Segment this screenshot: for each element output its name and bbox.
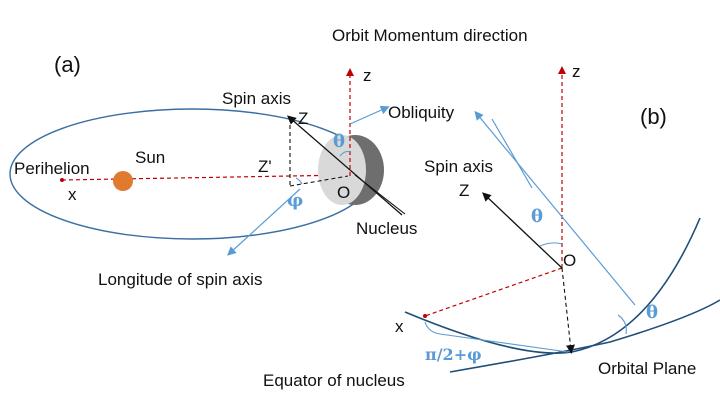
pi-phi-bracket — [424, 321, 569, 353]
title-top: Orbit Momentum direction — [332, 26, 528, 45]
perihelion-line — [61, 174, 349, 181]
theta-arc-a — [339, 150, 351, 157]
longitude-arrow — [227, 188, 301, 256]
obliquity-arrow — [349, 105, 390, 125]
spin-axis-b — [482, 192, 563, 269]
obliquity-parallel-long — [474, 110, 636, 306]
orbital-plane-label: Orbital Plane — [598, 359, 696, 378]
Z-prime-label: Z' — [258, 157, 272, 176]
theta-label-b2: θ — [646, 302, 658, 323]
spin-axis-label-a: Spin axis — [222, 89, 291, 108]
pi-phi-label: π/2+φ — [425, 345, 482, 364]
O-label-a: O — [337, 183, 350, 202]
theta-arc-b1 — [539, 242, 563, 247]
z-label-b: z — [572, 62, 581, 81]
sun-label: Sun — [135, 148, 165, 167]
x-dot-b — [423, 314, 427, 318]
x-line-b — [424, 267, 563, 317]
nucleus-label: Nucleus — [356, 219, 417, 238]
phi-arc-a — [295, 177, 303, 185]
equator-label: Equator of nucleus — [263, 371, 405, 390]
panel-a-label: (a) — [54, 52, 81, 77]
perihelion-dot — [60, 178, 64, 182]
orbital-plane-curve — [404, 217, 701, 354]
o-to-plane — [561, 267, 575, 354]
phi-label-a: φ — [287, 190, 303, 211]
spin-axis-a — [286, 115, 403, 216]
theta-arc-b2 — [617, 314, 627, 335]
theta-label-a: θ — [333, 131, 345, 152]
nucleus-pointer — [354, 174, 406, 215]
theta-label-b1: θ — [531, 206, 543, 227]
obliquity-parallel-short — [491, 118, 533, 189]
longitude-label: Longitude of spin axis — [98, 270, 262, 289]
Z-label-b: Z — [459, 181, 469, 200]
sun-circle — [113, 171, 133, 191]
O-label-b: O — [563, 251, 576, 270]
equator-curve — [449, 299, 720, 373]
z-label-a: z — [363, 66, 372, 85]
spin-axis-label-b: Spin axis — [424, 157, 493, 176]
obliquity-label: Obliquity — [388, 103, 455, 122]
z-prime-line — [289, 175, 349, 187]
Z-label-a: Z — [298, 109, 308, 128]
x-label-a: x — [68, 185, 77, 204]
panel-b-label: (b) — [640, 104, 667, 129]
perihelion-label: Perihelion — [14, 159, 90, 178]
x-label-b: x — [395, 317, 404, 336]
